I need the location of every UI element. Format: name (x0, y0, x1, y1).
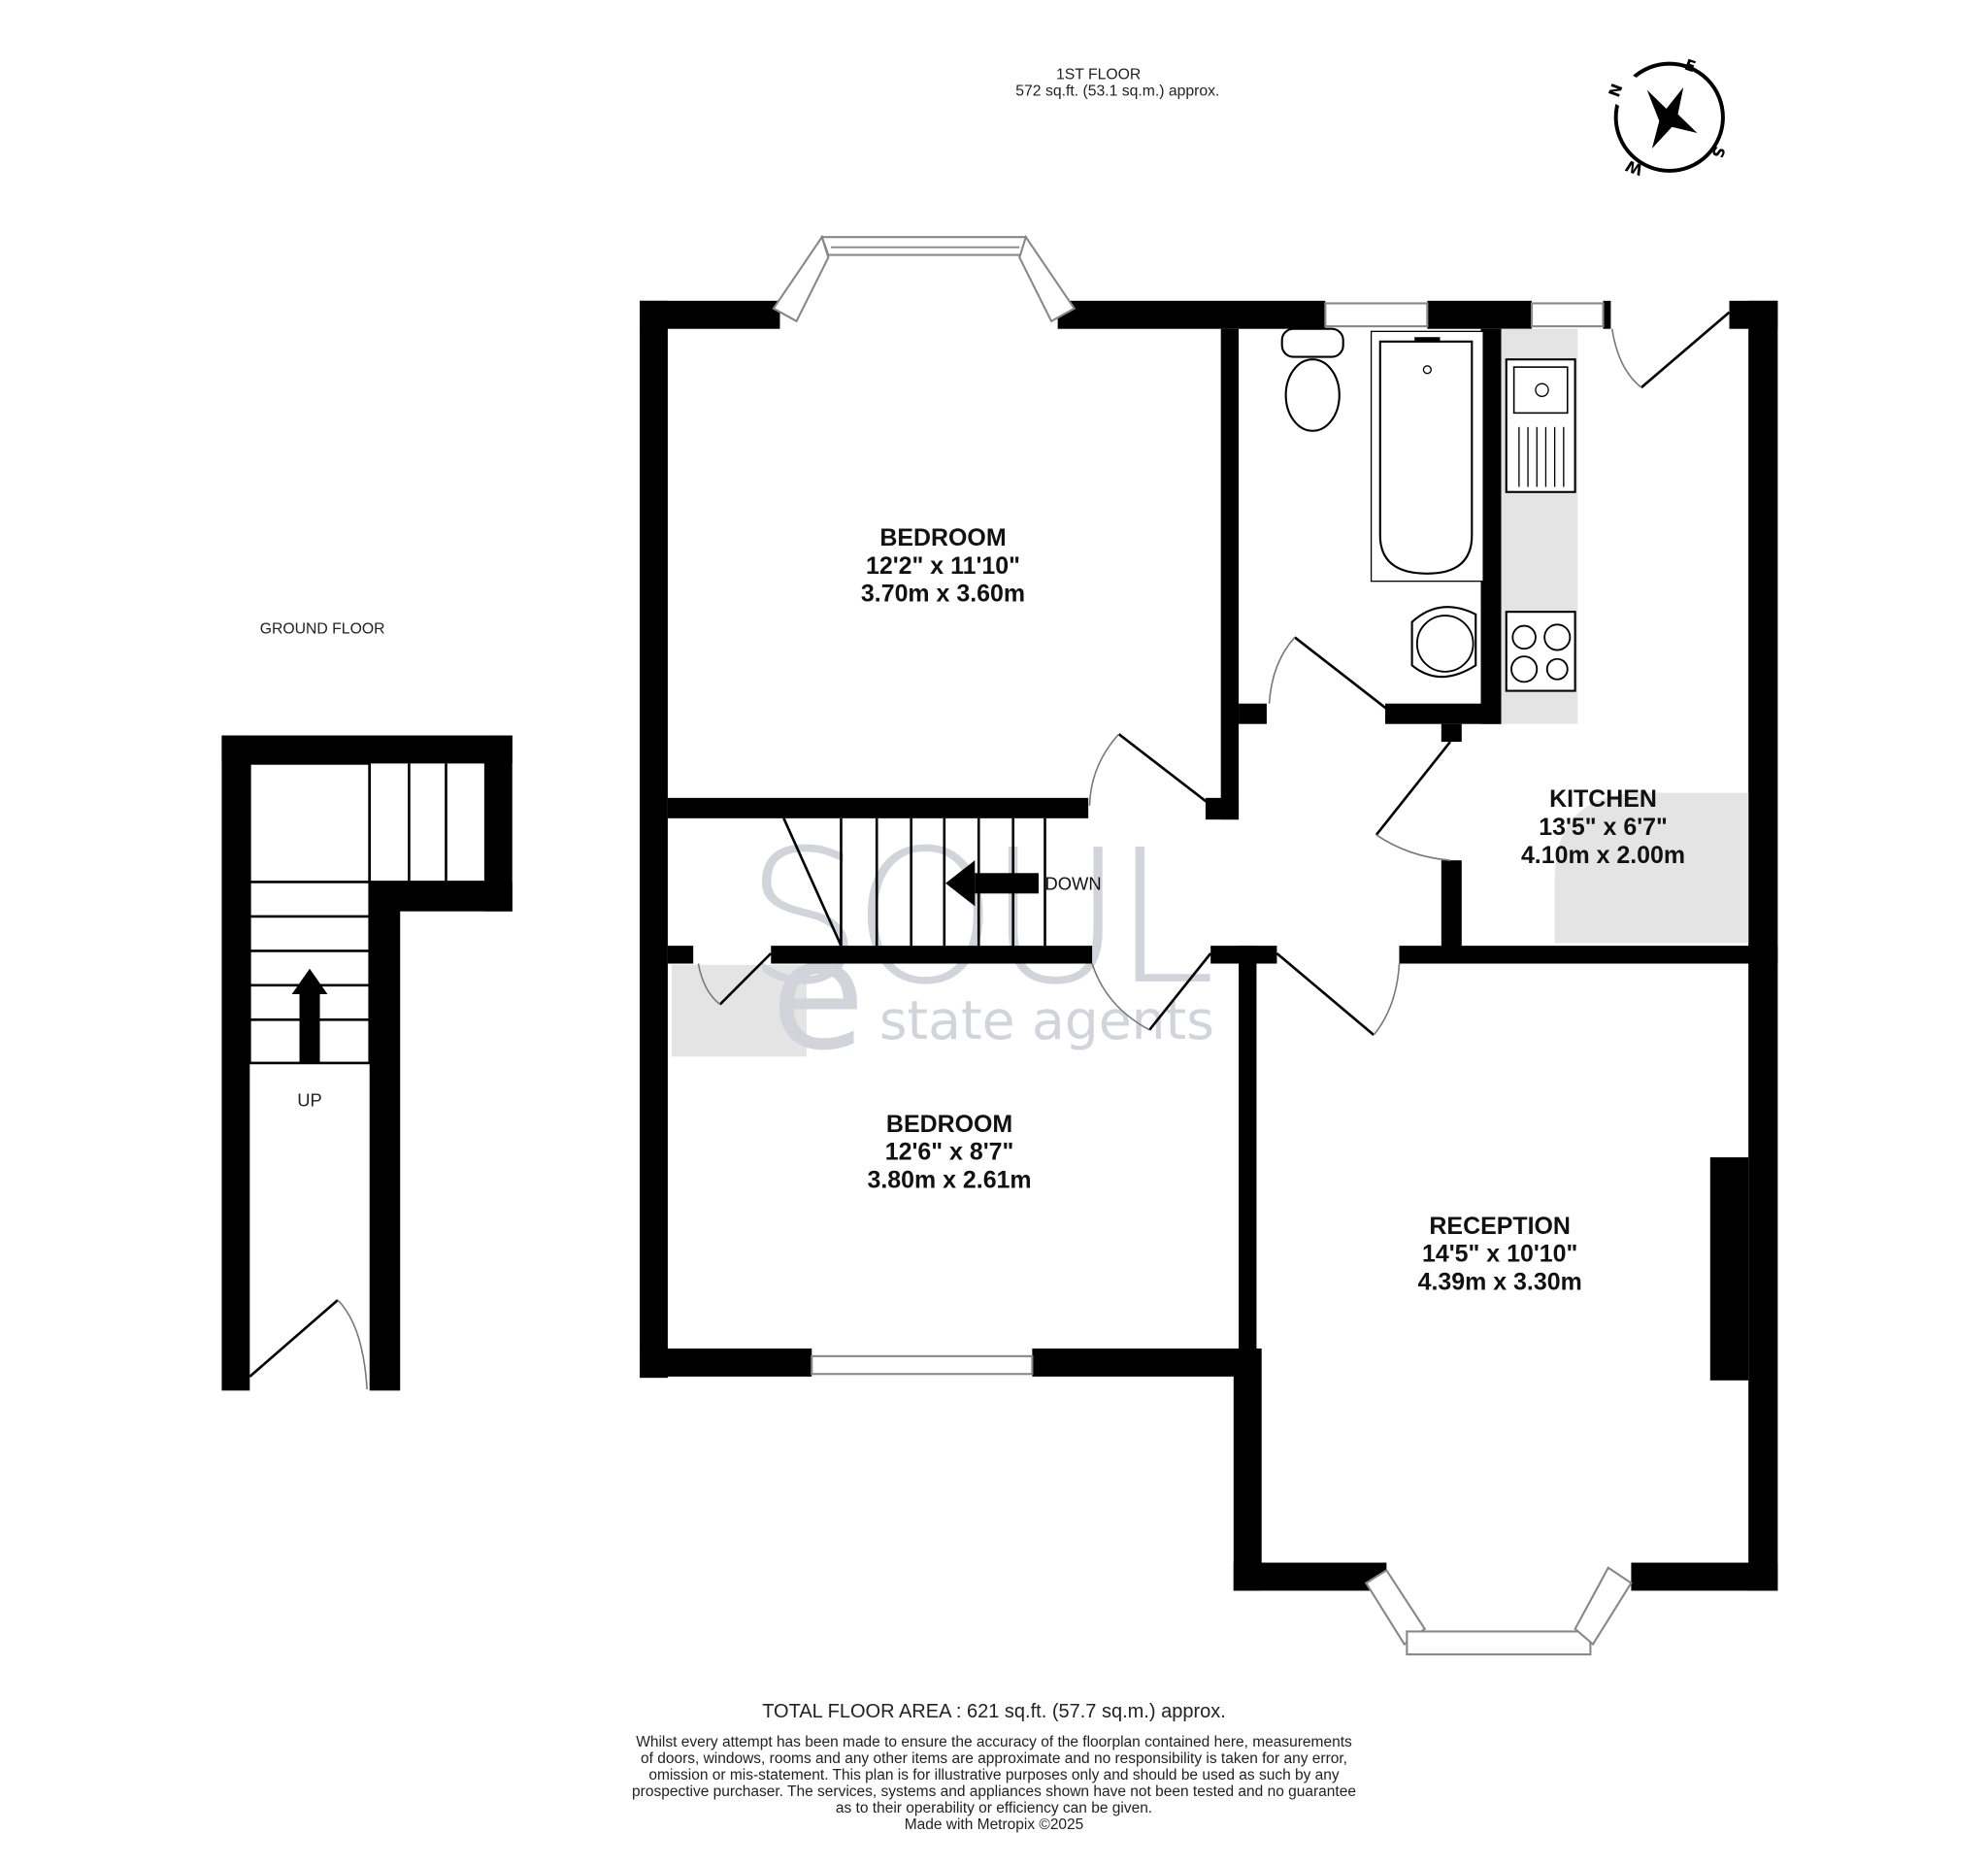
first-floor-walls (640, 300, 1778, 1591)
total-floor-area: TOTAL FLOOR AREA : 621 sq.ft. (57.7 sq.m… (762, 1701, 1226, 1722)
svg-text:12'2" x 11'10": 12'2" x 11'10" (866, 552, 1020, 580)
room-label-reception: RECEPTION 14'5" x 10'10" 4.39m x 3.30m (1418, 1213, 1582, 1296)
washbasin-icon (1410, 606, 1477, 679)
door-bedroom2 (1091, 963, 1150, 1031)
window-kitchen (1530, 302, 1605, 328)
svg-text:RECEPTION: RECEPTION (1429, 1213, 1570, 1240)
door-reception (1373, 963, 1401, 1036)
sink-icon (1505, 358, 1576, 493)
disclaimer: Whilst every attempt has been made to en… (0, 1734, 1988, 1833)
svg-text:BEDROOM: BEDROOM (879, 524, 1006, 551)
stair-up-label: UP (297, 1090, 322, 1111)
stair-down-label: DOWN (1045, 873, 1102, 893)
compass-rose-icon: N E S W (1605, 55, 1729, 180)
compass-s: S (1707, 144, 1729, 160)
window-bedroom2 (811, 1354, 1034, 1376)
kitchen-worktop-corner (1554, 792, 1749, 944)
svg-text:12'6" x 8'7": 12'6" x 8'7" (885, 1139, 1014, 1166)
room-label-bedroom-1: BEDROOM 12'2" x 11'10" 3.70m x 3.60m (861, 524, 1025, 608)
door-bedroom1 (1088, 733, 1120, 806)
svg-text:KITCHEN: KITCHEN (1549, 785, 1657, 813)
room-label-bedroom-2: BEDROOM 12'6" x 8'7" 3.80m x 2.61m (867, 1111, 1031, 1194)
svg-text:3.80m x 2.61m: 3.80m x 2.61m (867, 1167, 1031, 1194)
ground-floor-plan: UP (221, 735, 513, 1391)
watermark-tagline: state agents (879, 990, 1214, 1052)
door-kitchen (1375, 834, 1451, 861)
door-bathroom (1268, 636, 1296, 704)
compass-e: E (1682, 55, 1699, 77)
bay-window-top (772, 234, 1077, 323)
bathtub-icon (1370, 330, 1484, 583)
credit: Made with Metropix ©2025 (904, 1816, 1084, 1833)
floor-title: 1ST FLOOR (1056, 66, 1141, 83)
ground-floor-title: GROUND FLOOR (260, 620, 385, 637)
room-label-kitchen: KITCHEN 13'5" x 6'7" 4.10m x 2.00m (1521, 785, 1685, 869)
svg-text:BEDROOM: BEDROOM (886, 1111, 1012, 1138)
door-kitchen-back (1610, 328, 1642, 388)
compass-n: N (1605, 82, 1626, 100)
svg-text:3.70m x 3.60m: 3.70m x 3.60m (861, 581, 1025, 608)
bay-window-bottom (1364, 1566, 1633, 1656)
svg-text:4.10m x 2.00m: 4.10m x 2.00m (1521, 842, 1685, 869)
door-bedroom2-cupboard (697, 963, 721, 1006)
disclaimer-line: omission or mis-statement. This plan is … (648, 1767, 1340, 1783)
disclaimer-line: of doors, windows, rooms and any other i… (640, 1750, 1347, 1767)
compass-w: W (1623, 156, 1645, 180)
watermark-brand: SOUL (746, 810, 1210, 1025)
svg-text:13'5" x 6'7": 13'5" x 6'7" (1539, 814, 1668, 841)
disclaimer-line: as to their operability or efficiency ca… (835, 1800, 1153, 1816)
watermark-logo: SOUL e state agents (671, 810, 1221, 1084)
disclaimer-line: Whilst every attempt has been made to en… (636, 1734, 1352, 1750)
disclaimer-line: prospective purchaser. The services, sys… (632, 1783, 1356, 1800)
down-arrow-icon (945, 860, 1039, 907)
floor-area: 572 sq.ft. (53.1 sq.m.) approx. (1015, 83, 1219, 99)
svg-text:4.39m x 3.30m: 4.39m x 3.30m (1418, 1269, 1582, 1296)
watermark-letter: e (771, 907, 865, 1084)
toilet-icon (1280, 327, 1344, 432)
up-arrow-icon (291, 968, 328, 1063)
svg-text:14'5" x 10'10": 14'5" x 10'10" (1422, 1241, 1577, 1268)
window-bathroom (1324, 302, 1429, 328)
hob-icon (1505, 611, 1576, 692)
